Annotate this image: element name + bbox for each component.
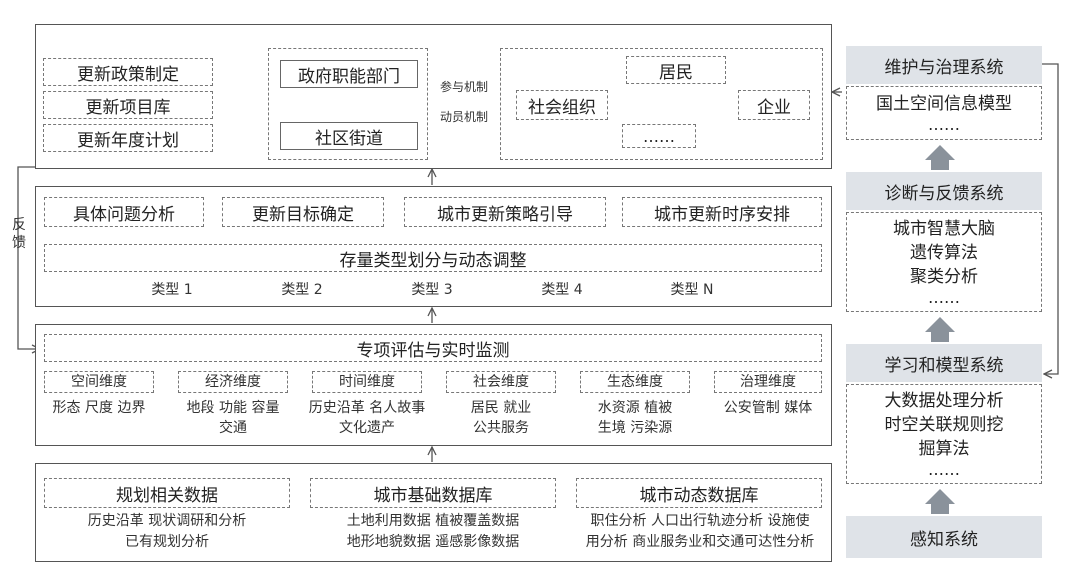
maintenance-item: …… [928, 115, 960, 134]
participation-label: 参与机制 [439, 80, 488, 94]
type-label: 类型 N [670, 282, 714, 298]
policy-item: 更新年度计划 [43, 124, 213, 152]
data-group-detail: 地形地貌数据 遥感影像数据 [346, 534, 520, 550]
dimension-detail: 生境 污染源 [597, 420, 673, 436]
analysis-item: 城市更新策略引导 [404, 197, 606, 227]
dimension-detail: 居民 就业 [470, 400, 532, 416]
feedback-arrow-left [17, 166, 40, 349]
social-column [500, 48, 823, 160]
diagnosis-box: 城市智慧大脑 遗传算法 聚类分析 …… [846, 212, 1042, 312]
street-box: 社区街道 [280, 122, 418, 150]
gov-dept-box: 政府职能部门 [280, 60, 418, 88]
dimension-detail: 文化遗产 [339, 420, 395, 436]
data-group-detail: 职住分析 人口出行轨迹分析 设施使 [590, 513, 810, 529]
dimension-name: 经济维度 [178, 371, 288, 393]
perception-title: 感知系统 [846, 516, 1042, 558]
dimension-detail: 形态 尺度 边界 [52, 400, 146, 416]
learning-item: 时空关联规则挖 [884, 415, 1004, 435]
maintenance-item: 国土空间信息模型 [876, 94, 1012, 114]
policy-item: 更新项目库 [43, 91, 213, 119]
type-label: 类型 1 [151, 282, 193, 298]
ellipsis-box: …… [622, 124, 696, 148]
arrow-right-loop [1042, 63, 1059, 374]
data-group-detail: 已有规划分析 [125, 534, 209, 550]
type-label: 类型 2 [281, 282, 323, 298]
learning-item: 大数据处理分析 [884, 391, 1004, 411]
dimension-detail: 交通 [219, 420, 247, 436]
data-group-detail: 历史沿革 现状调研和分析 [87, 513, 247, 529]
diagnosis-item: 城市智慧大脑 [893, 219, 995, 239]
dimension-name: 时间维度 [312, 371, 422, 393]
policy-item: 更新政策制定 [43, 58, 213, 86]
learning-title: 学习和模型系统 [846, 344, 1042, 382]
diagnosis-item: 聚类分析 [910, 267, 978, 287]
residents-box: 居民 [626, 56, 726, 84]
feedback-label: 反馈 [12, 217, 26, 251]
type-label: 类型 3 [411, 282, 453, 298]
dimension-name: 社会维度 [446, 371, 556, 393]
type-label: 类型 4 [541, 282, 583, 298]
data-group-name: 规划相关数据 [44, 478, 290, 508]
social-org-box: 社会组织 [516, 90, 608, 120]
dimension-detail: 历史沿革 名人故事 [308, 400, 426, 416]
diagnosis-item: 遗传算法 [910, 243, 978, 263]
dimension-name: 治理维度 [714, 371, 822, 393]
data-group-name: 城市基础数据库 [310, 478, 556, 508]
data-group-name: 城市动态数据库 [576, 478, 822, 508]
diagnosis-title: 诊断与反馈系统 [846, 172, 1042, 210]
maintenance-title: 维护与治理系统 [846, 46, 1042, 84]
learning-box: 大数据处理分析 时空关联规则挖 掘算法 …… [846, 384, 1042, 484]
evaluation-title: 专项评估与实时监测 [44, 334, 822, 362]
classification-box: 存量类型划分与动态调整 [44, 244, 822, 272]
up-arrows [925, 145, 955, 514]
data-group-detail: 用分析 商业服务业和交通可达性分析 [585, 534, 815, 550]
diagnosis-item: …… [928, 288, 960, 307]
learning-item: 掘算法 [918, 439, 970, 459]
analysis-item: 具体问题分析 [44, 197, 204, 227]
dimension-name: 空间维度 [44, 371, 154, 393]
gov-column [268, 48, 428, 160]
analysis-item: 城市更新时序安排 [622, 197, 822, 227]
analysis-item: 更新目标确定 [222, 197, 384, 227]
dimension-detail: 地段 功能 容量 [186, 400, 280, 416]
dimension-name: 生态维度 [580, 371, 690, 393]
dimension-detail: 公安管制 媒体 [723, 400, 813, 416]
maintenance-box: 国土空间信息模型 …… [846, 86, 1042, 140]
dimension-detail: 水资源 植被 [597, 400, 673, 416]
learning-item: …… [928, 460, 960, 479]
mobilization-label: 动员机制 [439, 110, 488, 124]
data-group-detail: 土地利用数据 植被覆盖数据 [346, 513, 520, 529]
dimension-detail: 公共服务 [473, 420, 529, 436]
enterprise-box: 企业 [738, 90, 810, 120]
